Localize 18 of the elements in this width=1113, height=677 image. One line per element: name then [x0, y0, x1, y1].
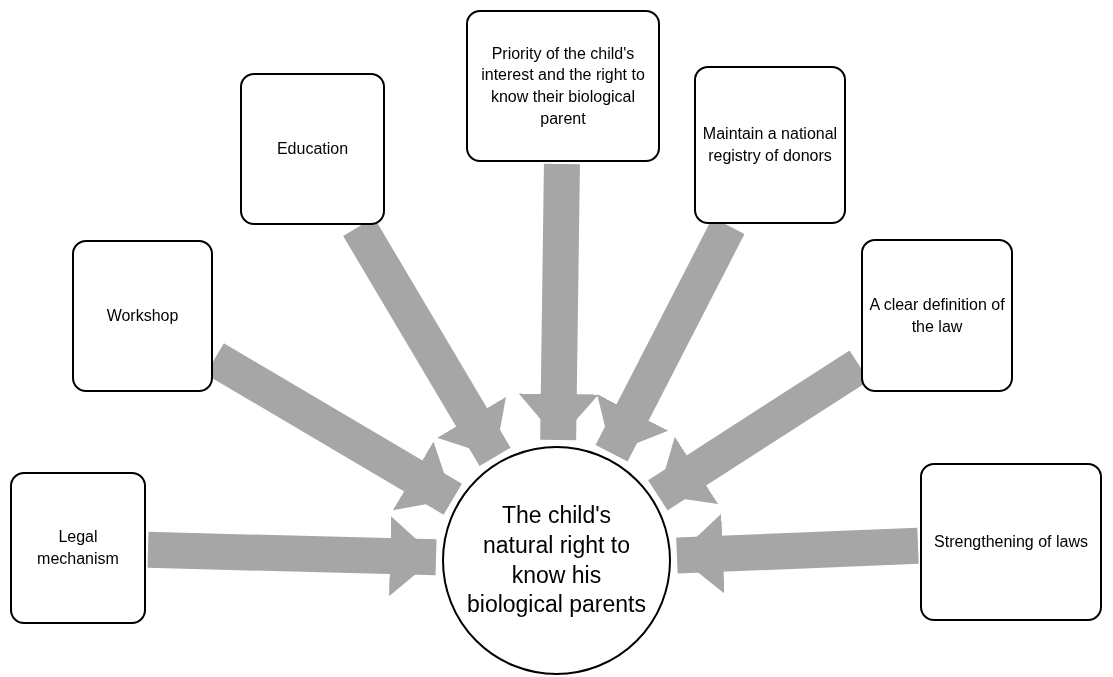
node-text: Priority of the child's interest and the right to know their biological parent: [480, 43, 646, 129]
block-arrow: [676, 513, 919, 594]
topic-box: [240, 73, 385, 225]
node-text: Legal mechanism: [36, 527, 120, 569]
node-text: Maintain a national registry of donors: [702, 124, 838, 166]
topic-box: [72, 240, 213, 392]
topic-box: [861, 239, 1013, 392]
node-text: Education: [276, 139, 349, 160]
topic-box: [694, 66, 846, 224]
topic-box: [10, 472, 146, 624]
node-text: Workshop: [106, 306, 179, 327]
node-text: A clear definition of the law: [869, 294, 1005, 337]
block-arrow: [518, 163, 599, 441]
node-text: The child's natural right to know his biological parents: [466, 500, 647, 620]
topic-box: [920, 463, 1102, 621]
node-text: Strengthening of laws: [934, 532, 1088, 553]
topic-box: [466, 10, 660, 162]
block-arrow: [147, 516, 437, 597]
